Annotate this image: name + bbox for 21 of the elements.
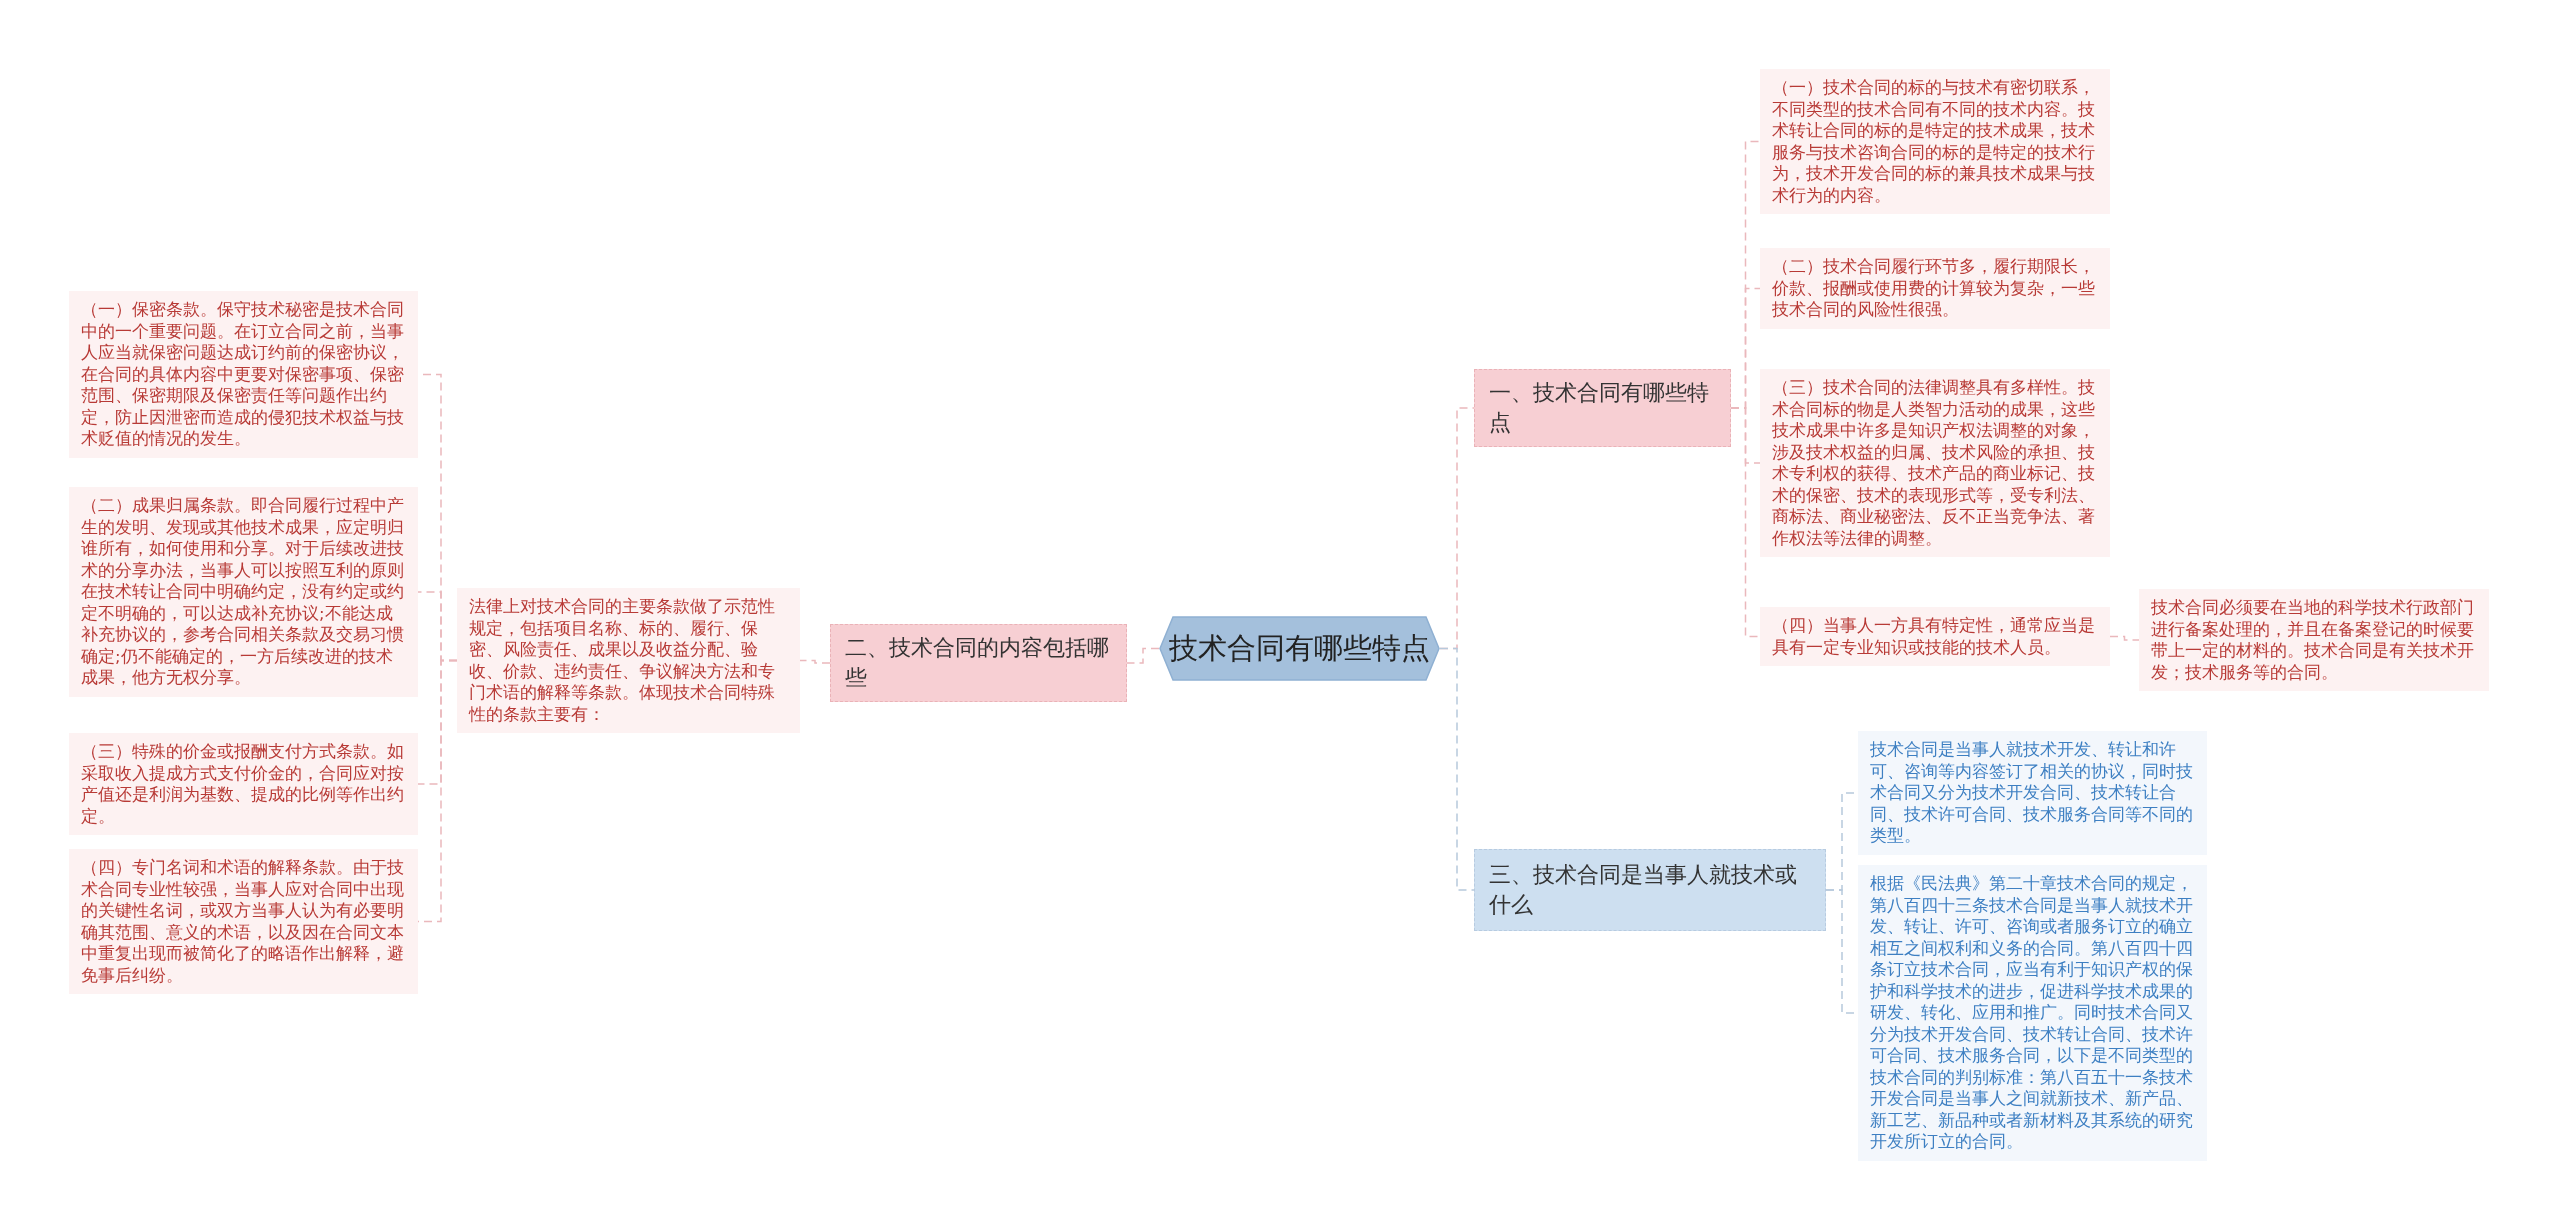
branch-box: 一、技术合同有哪些特点 bbox=[1474, 369, 1731, 447]
note-box: （三）特殊的价金或报酬支付方式条款。如采取收入提成方式支付价金的，合同应对按产值还是利润为基数、提成的比例等作出约定。 bbox=[69, 733, 418, 835]
note-box: （四）当事人一方具有特定性，通常应当是具有一定专业知识或技能的技术人员。 bbox=[1760, 607, 2110, 666]
connector-line bbox=[1126, 647, 1160, 664]
note-box: （三）技术合同的法律调整具有多样性。技术合同标的物是人类智力活动的成果，这些技术成果中许多是知识产权法调整的对象，涉及技术权益的归属、技术风险的承担、技术专利权的获得、技术产品的商业标记、技术的保密、技术的表现形式等，受专利法、商标法、商业秘密法、反不正当竞争法、著作权法等法律的调整。 bbox=[1760, 369, 2110, 557]
branch-box: 二、技术合同的内容包括哪些 bbox=[830, 624, 1127, 702]
topic-hexagon: 技术合同有哪些特点 bbox=[1159, 616, 1440, 681]
connector-line bbox=[799, 659, 831, 664]
note-box: （一）保密条款。保守技术秘密是技术合同中的一个重要问题。在订立合同之前，当事人应当就保密问题达成订约前的保密协议，在合同的具体内容中更要对保密事项、保密范围、保密期限及保密责任等问题作出约定，防止因泄密而造成的侵犯技术权益与技术贬值的情况的发生。 bbox=[69, 291, 418, 458]
note-box: （二）技术合同履行环节多，履行期限长，价款、报酬或使用费的计算较为复杂，一些技术合同的风险性很强。 bbox=[1760, 248, 2110, 329]
connector-line bbox=[1439, 647, 1475, 891]
note-box: （四）专门名词和术语的解释条款。由于技术合同专业性较强，当事人应对合同中出现的关键性名词，或双方当事人认为有必要明确其范围、意义的术语，以及因在合同文本中重复出现而被简化了的略语作出解释，避免事后纠纷。 bbox=[69, 849, 418, 994]
branch-box: 三、技术合同是当事人就技术或什么 bbox=[1474, 849, 1826, 931]
note-box: （一）技术合同的标的与技术有密切联系，不同类型的技术合同有不同的技术内容。技术转让合同的标的是特定的技术成果，技术服务与技术咨询合同的标的是特定的技术行为，技术开发合同的标的兼具技术成果与技术行为的内容。 bbox=[1760, 69, 2110, 214]
note-box: 根据《民法典》第二十章技术合同的规定，第八百四十三条技术合同是当事人就技术开发、转让、许可、咨询或者服务订立的确立相互之间权利和义务的合同。第八百四十四条订立技术合同，应当有利于知识产权的保护和科学技术的进步，促进科学技术成果的研发、转化、应用和推广。同时技术合同又分为技术开发合同、技术转让合同、技术许可合同、技术服务合同，以下是不同类型的技术合同的判别标准：第八百五十一条技术开发合同是当事人之间就新技术、新产品、新工艺、新品种或者新材料及其系统的研究开发所订立的合同。 bbox=[1858, 865, 2207, 1161]
note-box: 法律上对技术合同的主要条款做了示范性规定，包括项目名称、标的、履行、保密、风险责任、成果以及收益分配、验收、价款、违约责任、争议解决方法和专门术语的解释等条款。体现技术合同特殊性的条款主要有： bbox=[457, 588, 800, 733]
note-box: 技术合同是当事人就技术开发、转让和许可、咨询等内容签订了相关的协议，同时技术合同又分为技术开发合同、技术转让合同、技术许可合同、技术服务合同等不同的类型。 bbox=[1858, 731, 2207, 855]
connector-line bbox=[1730, 407, 1761, 638]
note-box: 技术合同必须要在当地的科学技术行政部门进行备案处理的，并且在备案登记的时候要带上一定的材料的。技术合同是有关技术开发；技术服务等的合同。 bbox=[2139, 589, 2489, 691]
note-box: （二）成果归属条款。即合同履行过程中产生的发明、发现或其他技术成果，应定明归谁所有，如何使用和分享。对于后续改进技术的分享办法，当事人可以按照互利的原则在技术转让合同中明确约定，没有约定或约定不明确的，可以达成补充协议;不能达成补充协议的，参考合同相关条款及交易习惯确定;仍不能确定的，一方后续改进的技术成果，他方无权分享。 bbox=[69, 487, 418, 697]
connector-line bbox=[2109, 635, 2140, 641]
